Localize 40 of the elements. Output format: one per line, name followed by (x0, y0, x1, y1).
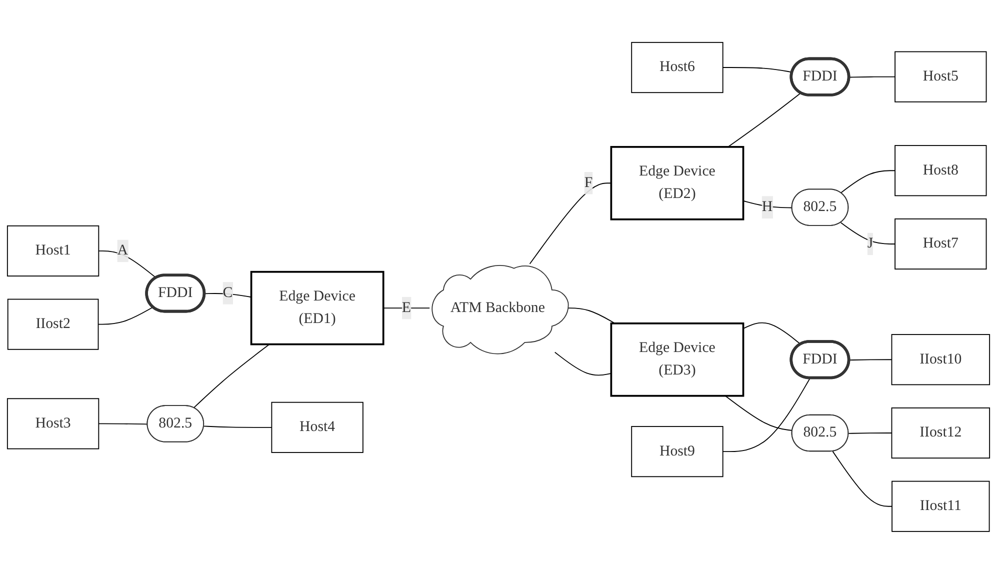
node-box: Host1 (6, 225, 100, 277)
node-box: Host6 (631, 42, 724, 94)
node-box: Host8 (894, 145, 987, 196)
node-box: Host7 (894, 218, 987, 270)
connector (554, 352, 612, 376)
node-box: IIost10 (891, 334, 990, 386)
edge-label: J (867, 236, 874, 252)
node-box: IIost12 (891, 408, 990, 459)
connector (848, 359, 892, 361)
edge-label: H (762, 198, 773, 215)
connector (98, 423, 148, 425)
connector (382, 308, 430, 309)
connector (529, 182, 612, 264)
connector (848, 76, 896, 78)
node-box: Edge Device (ED2) (610, 146, 744, 220)
connector (832, 451, 892, 507)
connector (98, 306, 154, 325)
node-box: Host5 (894, 51, 987, 102)
connector (203, 426, 272, 428)
connector (193, 344, 270, 408)
connector (204, 293, 252, 298)
node-box: Host3 (6, 398, 100, 450)
node-box: Edge Device (ED3) (610, 322, 744, 397)
connector (722, 378, 810, 452)
node-box: IIost2 (7, 298, 99, 350)
node-box: Host4 (271, 402, 364, 454)
edge-label: F (584, 174, 593, 191)
connector (840, 222, 896, 244)
node-box: Edge Device (ED1) (250, 270, 384, 346)
connector (848, 432, 892, 434)
edge-label: E (402, 300, 412, 316)
connector (840, 170, 896, 194)
connector (728, 92, 802, 148)
edge-label: A (117, 242, 128, 258)
connector (724, 395, 793, 432)
node-box: IIost11 (892, 480, 990, 532)
edge-label: C (222, 284, 233, 301)
connector (98, 250, 157, 278)
connector (742, 322, 802, 345)
node-box: Host9 (631, 426, 724, 478)
